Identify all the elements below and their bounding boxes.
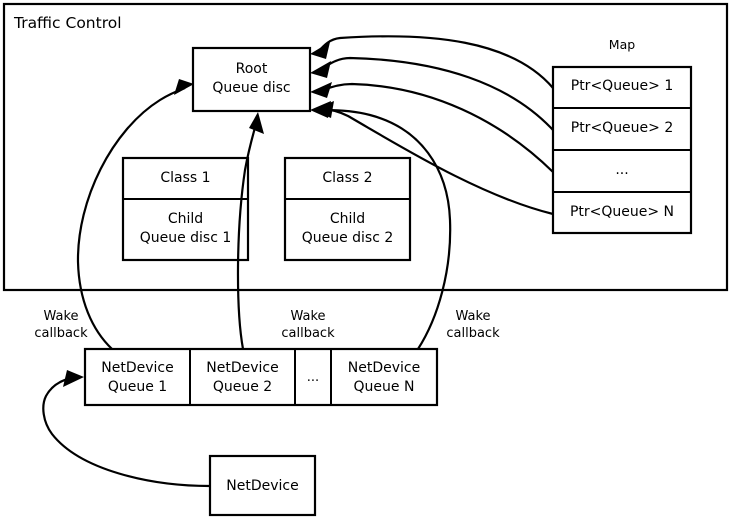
map-entry-3-arrowhead — [310, 82, 332, 98]
wake-callback-3-connector — [324, 108, 452, 350]
map-entry-3-to-root-connector — [320, 82, 554, 173]
wake-callback-3-arrowhead — [313, 101, 334, 118]
root-queue-disc-box — [191, 46, 312, 113]
traffic-control-frame — [2, 2, 729, 292]
netdevice-queue-row — [83, 347, 439, 407]
map-entry-1-arrowhead — [310, 42, 330, 59]
wake-callback-2-connector — [236, 123, 258, 350]
netdevice-to-queue-arrowhead — [63, 370, 84, 387]
class-2-box — [283, 156, 412, 262]
class-1-box — [121, 156, 250, 262]
wake-callback-2-arrowhead — [249, 112, 264, 134]
wake-callback-1-arrowhead — [174, 79, 194, 95]
wake-callback-1-connector — [76, 86, 186, 350]
map-entry-1-to-root-connector — [317, 35, 554, 89]
map-entry-2-arrowhead — [310, 61, 331, 78]
netdevice-box — [208, 454, 317, 517]
netdevice-to-queue-connector — [42, 376, 211, 488]
map-entry-2-to-root-connector — [319, 56, 554, 131]
